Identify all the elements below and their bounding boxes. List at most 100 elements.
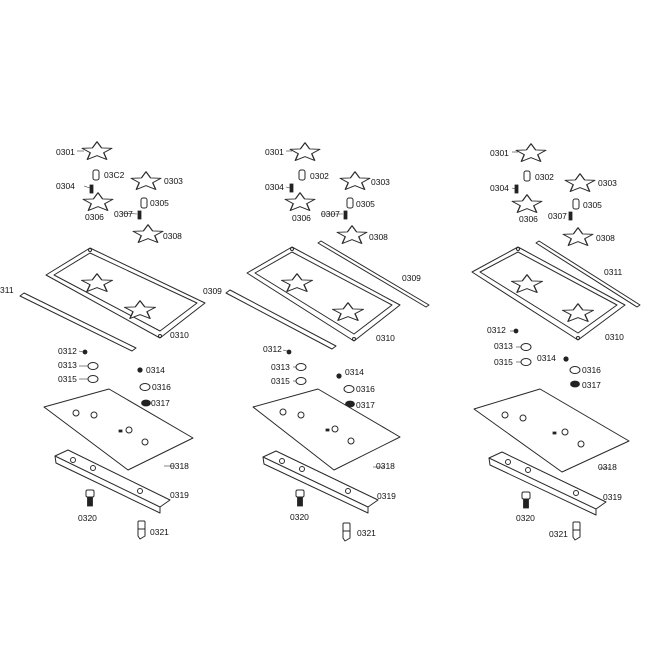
label-0302: 0302 [535, 172, 554, 182]
ring-0316 [139, 383, 151, 391]
label-0307: 0307 [321, 209, 340, 219]
label-0315: 0315 [271, 376, 290, 386]
side-strip-0311 [535, 240, 641, 308]
ring-0316 [569, 366, 581, 374]
injector-0305 [140, 197, 148, 209]
label-0302: 03C2 [104, 170, 125, 180]
ring-0315 [520, 358, 532, 366]
label-0320: 0320 [516, 513, 535, 523]
label-0312: 0312 [487, 325, 506, 335]
seal-0313 [87, 362, 99, 370]
label-0316: 0316 [582, 365, 601, 375]
burner-crown-0308 [132, 223, 164, 244]
pin-0304 [89, 184, 94, 194]
label-0305: 0305 [150, 198, 169, 208]
label-0311: 311 [0, 285, 14, 295]
burner-crown-0306 [511, 193, 543, 214]
injector-0302 [92, 169, 100, 181]
base-plate-0318 [252, 388, 401, 471]
connector-0321 [137, 520, 146, 540]
label-0308: 0308 [596, 233, 615, 243]
burner-cap-0301 [515, 142, 547, 163]
label-0313: 0313 [494, 341, 513, 351]
screw-0312 [513, 328, 519, 334]
assembly-right: 0301 0302 0303 0304 0305 0306 0307 0308 … [471, 142, 641, 541]
injector-0305 [346, 197, 354, 209]
ring-0315 [295, 377, 307, 385]
assembly-left: 0301 03C2 0303 0304 0305 0306 0307 0308 … [0, 140, 206, 540]
label-0315: 0315 [58, 374, 77, 384]
label-0320: 0320 [290, 512, 309, 522]
label-0319: 0319 [603, 492, 622, 502]
base-plate-0318 [43, 388, 194, 471]
washer-0317 [570, 380, 580, 388]
label-0304: 0304 [56, 181, 75, 191]
bracket-0319 [54, 449, 171, 514]
injector-0302 [523, 170, 531, 182]
label-0312: 0312 [58, 346, 77, 356]
bracket-0319 [488, 451, 607, 516]
bracket-0319 [262, 450, 379, 514]
side-strip-0311 [19, 292, 137, 352]
label-0313: 0313 [58, 360, 77, 370]
leaders-middle [282, 150, 385, 468]
seal-0313 [295, 363, 307, 371]
label-0320: 0320 [78, 513, 97, 523]
hob-plate-0310 [246, 246, 401, 342]
label-0317: 0317 [356, 400, 375, 410]
label-0319: 0319 [377, 491, 396, 501]
label-0317: 0317 [151, 398, 170, 408]
burner-crown-0308 [562, 226, 594, 247]
label-0313: 0313 [271, 362, 290, 372]
label-0321: 0321 [357, 528, 376, 538]
screw-0312 [286, 349, 292, 355]
pin-0304 [514, 184, 519, 194]
label-0306: 0306 [519, 214, 538, 224]
burner-cap-0303 [339, 170, 371, 191]
screw-0314 [137, 367, 143, 373]
ring-0315 [87, 375, 99, 383]
burner-crown-0308 [336, 224, 368, 245]
screw-0314 [336, 373, 342, 379]
label-0307: 0307 [114, 209, 133, 219]
label-0302: 0302 [310, 171, 329, 181]
side-strip-0309-lower [225, 289, 337, 350]
pin-0307 [343, 210, 348, 220]
label-0301: 0301 [56, 147, 75, 157]
burner-cap-0303 [564, 172, 596, 193]
side-strip-0309-upper [317, 240, 430, 308]
label-0309-lower: 0309 [203, 286, 222, 296]
hob-plate-0310 [45, 247, 206, 339]
connector-0321 [342, 522, 351, 542]
label-0301: 0301 [490, 148, 509, 158]
assembly-middle: 0301 0302 0303 0304 0305 0306 0307 0308 … [203, 141, 430, 542]
valve-0320 [295, 489, 305, 507]
label-0318: 0318 [170, 461, 189, 471]
label-0306: 0306 [292, 213, 311, 223]
burner-cap-0301 [289, 141, 321, 162]
screw-0314 [563, 356, 569, 362]
label-0306: 0306 [85, 212, 104, 222]
burner-crown-0306 [284, 191, 316, 212]
label-0301: 0301 [265, 147, 284, 157]
pin-0307 [568, 211, 573, 221]
label-0314: 0314 [537, 353, 556, 363]
label-0321: 0321 [150, 527, 169, 537]
connector-0321 [572, 521, 581, 541]
pin-0304 [289, 183, 294, 193]
label-0315: 0315 [494, 357, 513, 367]
label-0311: 0311 [604, 267, 623, 277]
label-0304: 0304 [490, 183, 509, 193]
pin-0307 [137, 210, 142, 220]
label-0303: 0303 [164, 176, 183, 186]
label-0308: 0308 [369, 232, 388, 242]
label-0319: 0319 [170, 490, 189, 500]
label-0309-upper: 0309 [402, 273, 421, 283]
label-0317: 0317 [582, 380, 601, 390]
label-0312: 0312 [263, 344, 282, 354]
label-0305: 0305 [356, 199, 375, 209]
valve-0320 [85, 489, 95, 507]
label-0303: 0303 [598, 178, 617, 188]
burner-cap-0301 [81, 140, 113, 161]
